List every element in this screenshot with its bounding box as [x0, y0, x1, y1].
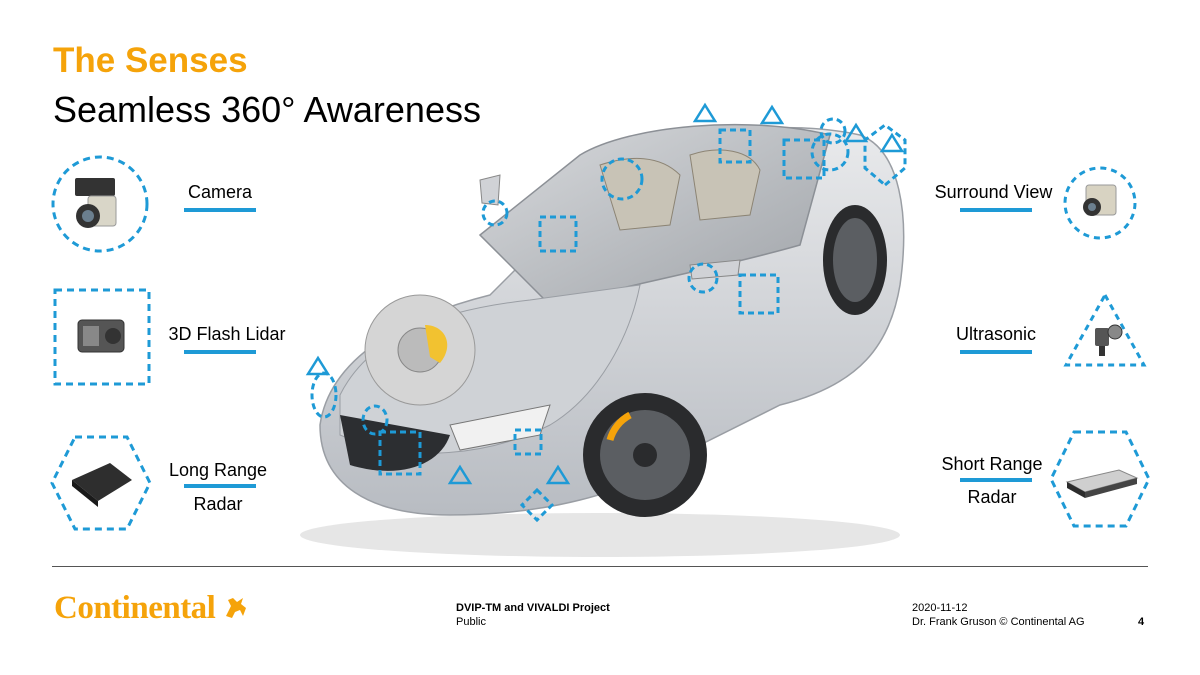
footer-classification: Public	[456, 616, 486, 628]
long-range-radar-icon	[50, 435, 152, 531]
short-range-label-line1: Short Range	[941, 454, 1043, 474]
short-range-underline	[960, 478, 1032, 482]
ultrasonic-label: Ultrasonic	[955, 324, 1037, 344]
car-illustration	[300, 102, 907, 557]
short-range-label-line2: Radar	[967, 487, 1017, 507]
lidar-label: 3D Flash Lidar	[168, 324, 286, 344]
ultrasonic-underline	[960, 350, 1032, 354]
footer-author: Dr. Frank Gruson © Continental AG	[912, 616, 1085, 628]
long-range-label-line1: Long Range	[168, 460, 268, 480]
continental-logo-text: Continental	[54, 590, 216, 626]
continental-logo: Continental	[54, 590, 249, 627]
footer-date: 2020-11-12	[912, 602, 968, 614]
slide-subtitle: Seamless 360° Awareness	[53, 89, 481, 130]
surround-view-label: Surround View	[934, 182, 1053, 202]
lidar-sensor-icon	[53, 288, 151, 386]
footer-project: DVIP-TM and VIVALDI Project	[456, 602, 610, 614]
long-range-underline	[184, 484, 256, 488]
lidar-underline	[184, 350, 256, 354]
surround-view-camera-icon	[1063, 166, 1137, 240]
slide-title: The Senses	[53, 41, 248, 80]
ultrasonic-sensor-icon	[1063, 291, 1147, 367]
page-number: 4	[1138, 616, 1145, 628]
horse-logo-icon	[226, 598, 247, 618]
short-range-radar-icon	[1049, 430, 1151, 528]
camera-underline	[184, 208, 256, 212]
footer-divider	[52, 566, 1148, 567]
surround-view-underline	[960, 208, 1032, 212]
camera-sensor-icon	[51, 155, 149, 253]
camera-label: Camera	[187, 182, 253, 202]
long-range-label-line2: Radar	[193, 494, 243, 514]
